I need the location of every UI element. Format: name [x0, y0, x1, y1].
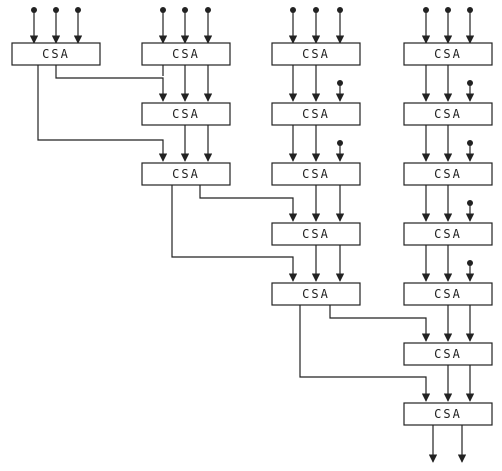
csa-label: CSA [434, 227, 462, 241]
csa-block: CSA [403, 222, 493, 246]
csa-label: CSA [172, 107, 200, 121]
csa-label: CSA [434, 407, 462, 421]
csa-block: CSA [271, 282, 361, 306]
input-dot [160, 7, 166, 13]
input-dot [337, 140, 343, 146]
csa-block: CSA [271, 222, 361, 246]
input-dot [445, 7, 451, 13]
csa-label: CSA [42, 47, 70, 61]
csa-label: CSA [434, 107, 462, 121]
wires [29, 12, 475, 463]
input-dot [182, 7, 188, 13]
csa-block: CSA [403, 402, 493, 426]
csa-block: CSA [403, 42, 493, 66]
input-dot [467, 80, 473, 86]
input-dot [75, 7, 81, 13]
input-dot [337, 80, 343, 86]
input-dot [313, 7, 319, 13]
csa-label: CSA [302, 47, 330, 61]
input-dot [423, 7, 429, 13]
csa-block: CSA [141, 102, 231, 126]
csa-block: CSA [403, 342, 493, 366]
csa-block: CSA [271, 102, 361, 126]
input-terminals [31, 7, 473, 266]
csa-label: CSA [302, 227, 330, 241]
input-dot [31, 7, 37, 13]
csa-block: CSA [403, 162, 493, 186]
csa-label: CSA [172, 167, 200, 181]
csa-block: CSA [403, 282, 493, 306]
csa-label: CSA [434, 47, 462, 61]
csa-label: CSA [434, 347, 462, 361]
input-dot [290, 7, 296, 13]
input-dot [467, 7, 473, 13]
input-dot [205, 7, 211, 13]
csa-label: CSA [302, 107, 330, 121]
csa-block: CSA [271, 42, 361, 66]
csa-block: CSA [403, 102, 493, 126]
csa-block: CSA [141, 162, 231, 186]
csa-label: CSA [434, 287, 462, 301]
input-dot [467, 200, 473, 206]
csa-label: CSA [172, 47, 200, 61]
input-dot [467, 140, 473, 146]
input-dot [337, 7, 343, 13]
csa-label: CSA [302, 287, 330, 301]
csa-label: CSA [302, 167, 330, 181]
input-dot [467, 260, 473, 266]
csa-label: CSA [434, 167, 462, 181]
csa-block: CSA [271, 162, 361, 186]
csa-block: CSA [11, 42, 101, 66]
input-dot [53, 7, 59, 13]
csa-block: CSA [141, 42, 231, 66]
